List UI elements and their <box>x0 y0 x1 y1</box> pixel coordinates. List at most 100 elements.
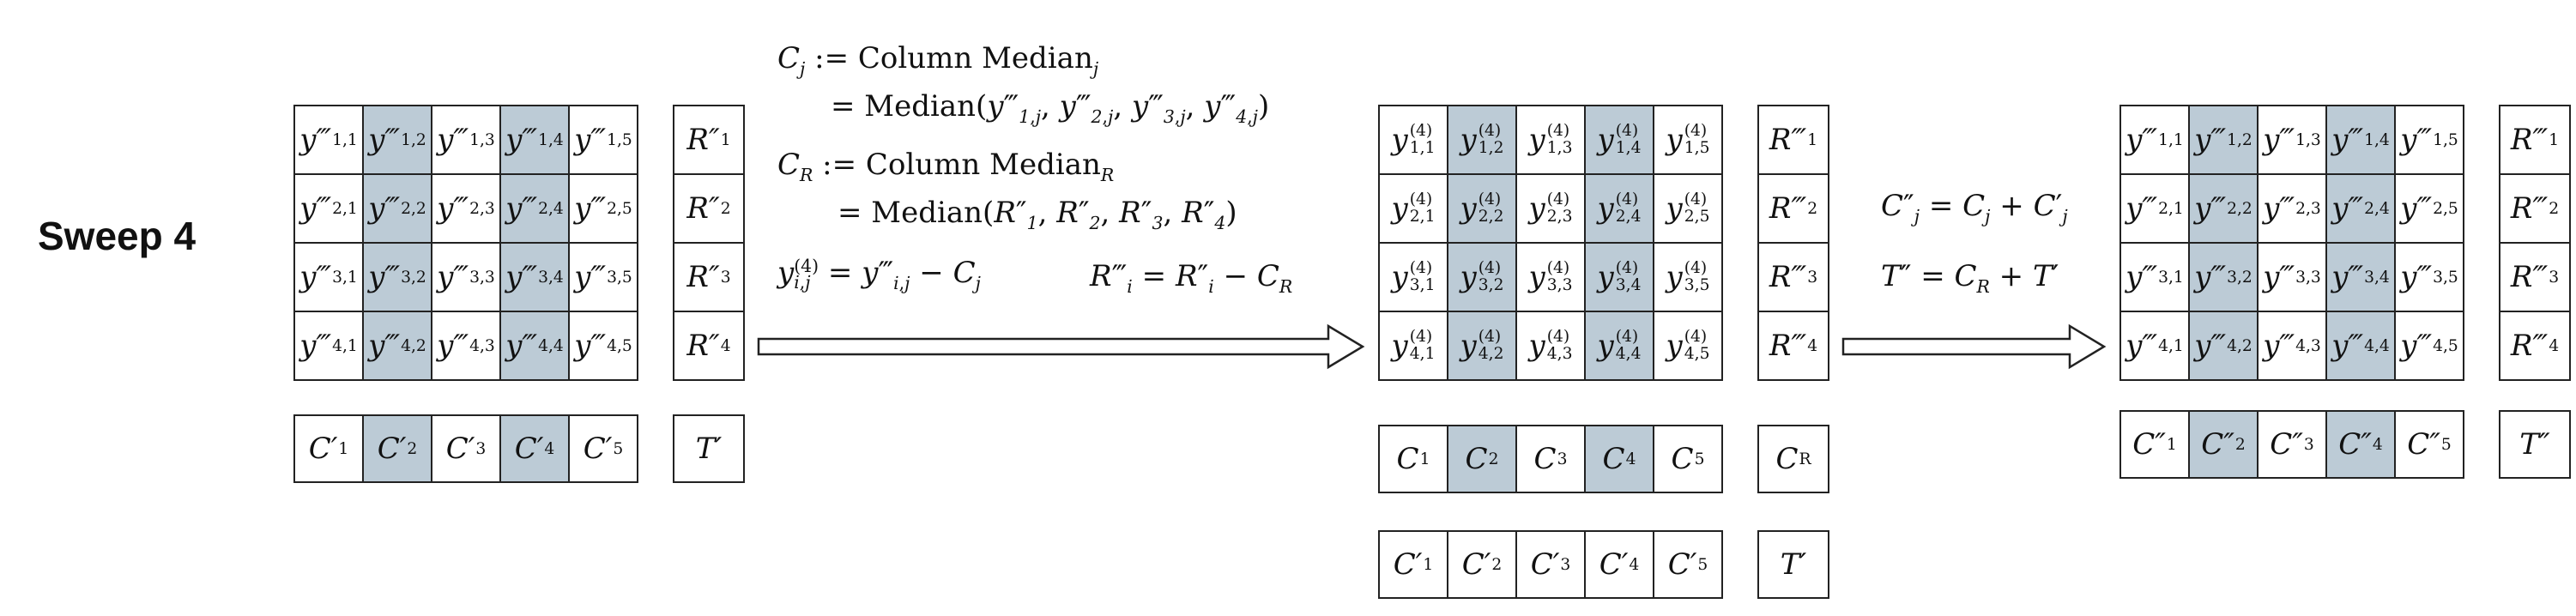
matrix-cell: R‴1 <box>1759 106 1828 173</box>
matrix-cell: y‴4,1 <box>295 312 362 379</box>
matrix-cell: y‴2,4 <box>2327 175 2394 242</box>
matrix-cell: y(4)4,5 <box>1654 312 1721 379</box>
panel3-total: T″ <box>2499 410 2571 479</box>
matrix-cell: y‴1,4 <box>2327 106 2394 173</box>
matrix-cell: y(4)3,2 <box>1448 244 1515 311</box>
matrix-cell: y‴4,3 <box>432 312 499 379</box>
matrix-cell: y(4)2,5 <box>1654 175 1721 242</box>
matrix-cell: y‴2,3 <box>2259 175 2325 242</box>
panel1-total: T′ <box>673 414 745 483</box>
matrix-cell: C′1 <box>1380 532 1447 597</box>
matrix-cell: y‴4,1 <box>2121 312 2188 379</box>
matrix-cell: C′4 <box>501 416 568 481</box>
matrix-cell: y‴3,2 <box>2190 244 2257 311</box>
matrix-cell: C′3 <box>1517 532 1584 597</box>
matrix-cell: y(4)1,2 <box>1448 106 1515 173</box>
matrix-cell: y‴2,4 <box>501 175 568 242</box>
matrix-cell: y(4)1,4 <box>1586 106 1653 173</box>
matrix-cell: y‴3,2 <box>364 244 431 311</box>
matrix-cell: y‴1,2 <box>2190 106 2257 173</box>
sweep-title: Sweep 4 <box>38 214 197 258</box>
matrix-cell: y(4)2,2 <box>1448 175 1515 242</box>
matrix-cell: C′4 <box>1586 532 1653 597</box>
matrix-cell: C″2 <box>2190 412 2257 477</box>
matrix-cell: C″4 <box>2327 412 2394 477</box>
matrix-cell: y‴3,5 <box>2396 244 2463 311</box>
matrix-cell: R″3 <box>674 244 743 311</box>
matrix-cell: y‴2,1 <box>295 175 362 242</box>
matrix-cell: y‴3,3 <box>432 244 499 311</box>
matrix-cell: y‴1,1 <box>295 106 362 173</box>
matrix-cell: y‴1,3 <box>2259 106 2325 173</box>
matrix-cell: y‴4,2 <box>2190 312 2257 379</box>
matrix-cell: y(4)3,3 <box>1517 244 1584 311</box>
matrix-cell: y(4)2,1 <box>1380 175 1447 242</box>
matrix-cell: y‴4,3 <box>2259 312 2325 379</box>
matrix-cell: R‴3 <box>1759 244 1828 311</box>
arrow-sweep-step-2 <box>1841 323 2107 370</box>
matrix-cell: R″2 <box>674 175 743 242</box>
matrix-cell: y‴2,5 <box>2396 175 2463 242</box>
matrix-cell: T′ <box>1759 532 1828 597</box>
matrix-cell: y‴2,3 <box>432 175 499 242</box>
matrix-cell: R‴1 <box>2500 106 2569 173</box>
matrix-cell: y‴1,5 <box>2396 106 2463 173</box>
matrix-cell: R‴3 <box>2500 244 2569 311</box>
formula-c-update: C″j = Cj + C′j <box>1881 189 2068 226</box>
formula-y-update: y(4)i,j = y‴i,j − Cj <box>777 255 981 293</box>
matrix-cell: R″4 <box>674 312 743 379</box>
matrix-cell: y‴4,5 <box>570 312 637 379</box>
matrix-cell: y(4)3,1 <box>1380 244 1447 311</box>
matrix-cell: C′3 <box>432 416 499 481</box>
matrix-cell: y(4)3,5 <box>1654 244 1721 311</box>
matrix-cell: y(4)4,1 <box>1380 312 1447 379</box>
matrix-cell: y‴3,4 <box>501 244 568 311</box>
matrix-cell: y(4)2,4 <box>1586 175 1653 242</box>
formula-cj-median: = Median(y‴1,j, y‴2,j, y‴3,j, y‴4,j) <box>831 89 1270 127</box>
matrix-cell: y‴4,5 <box>2396 312 2463 379</box>
matrix-cell: y‴1,1 <box>2121 106 2188 173</box>
matrix-cell: y‴3,3 <box>2259 244 2325 311</box>
matrix-cell: R‴4 <box>1759 312 1828 379</box>
matrix-cell: y‴3,4 <box>2327 244 2394 311</box>
matrix-cell: C′5 <box>570 416 637 481</box>
matrix-cell: y‴3,1 <box>2121 244 2188 311</box>
matrix-cell: C′1 <box>295 416 362 481</box>
matrix-cell: R″1 <box>674 106 743 173</box>
matrix-cell: y(4)1,1 <box>1380 106 1447 173</box>
matrix-cell: T′ <box>674 416 743 481</box>
matrix-cell: y‴2,1 <box>2121 175 2188 242</box>
matrix-cell: y‴2,2 <box>364 175 431 242</box>
matrix-cell: y‴1,4 <box>501 106 568 173</box>
formula-cr-median: = Median(R″1, R″2, R″3, R″4) <box>838 196 1237 233</box>
matrix-cell: R‴2 <box>1759 175 1828 242</box>
matrix-cell: y(4)4,2 <box>1448 312 1515 379</box>
matrix-cell: T″ <box>2500 412 2569 477</box>
formula-cj-def: Cj := Column Medianj <box>777 41 1099 79</box>
matrix-cell: y‴1,5 <box>570 106 637 173</box>
formula-cr-def: CR := Column MedianR <box>777 148 1115 185</box>
matrix-cell: R‴2 <box>2500 175 2569 242</box>
matrix-cell: y‴1,2 <box>364 106 431 173</box>
matrix-cell: y‴3,1 <box>295 244 362 311</box>
matrix-cell: y‴3,5 <box>570 244 637 311</box>
matrix-cell: y‴2,5 <box>570 175 637 242</box>
matrix-cell: C″1 <box>2121 412 2188 477</box>
matrix-cell: C″3 <box>2259 412 2325 477</box>
matrix-cell: y(4)1,5 <box>1654 106 1721 173</box>
matrix-cell: C′2 <box>364 416 431 481</box>
matrix-cell: C′2 <box>1448 532 1515 597</box>
